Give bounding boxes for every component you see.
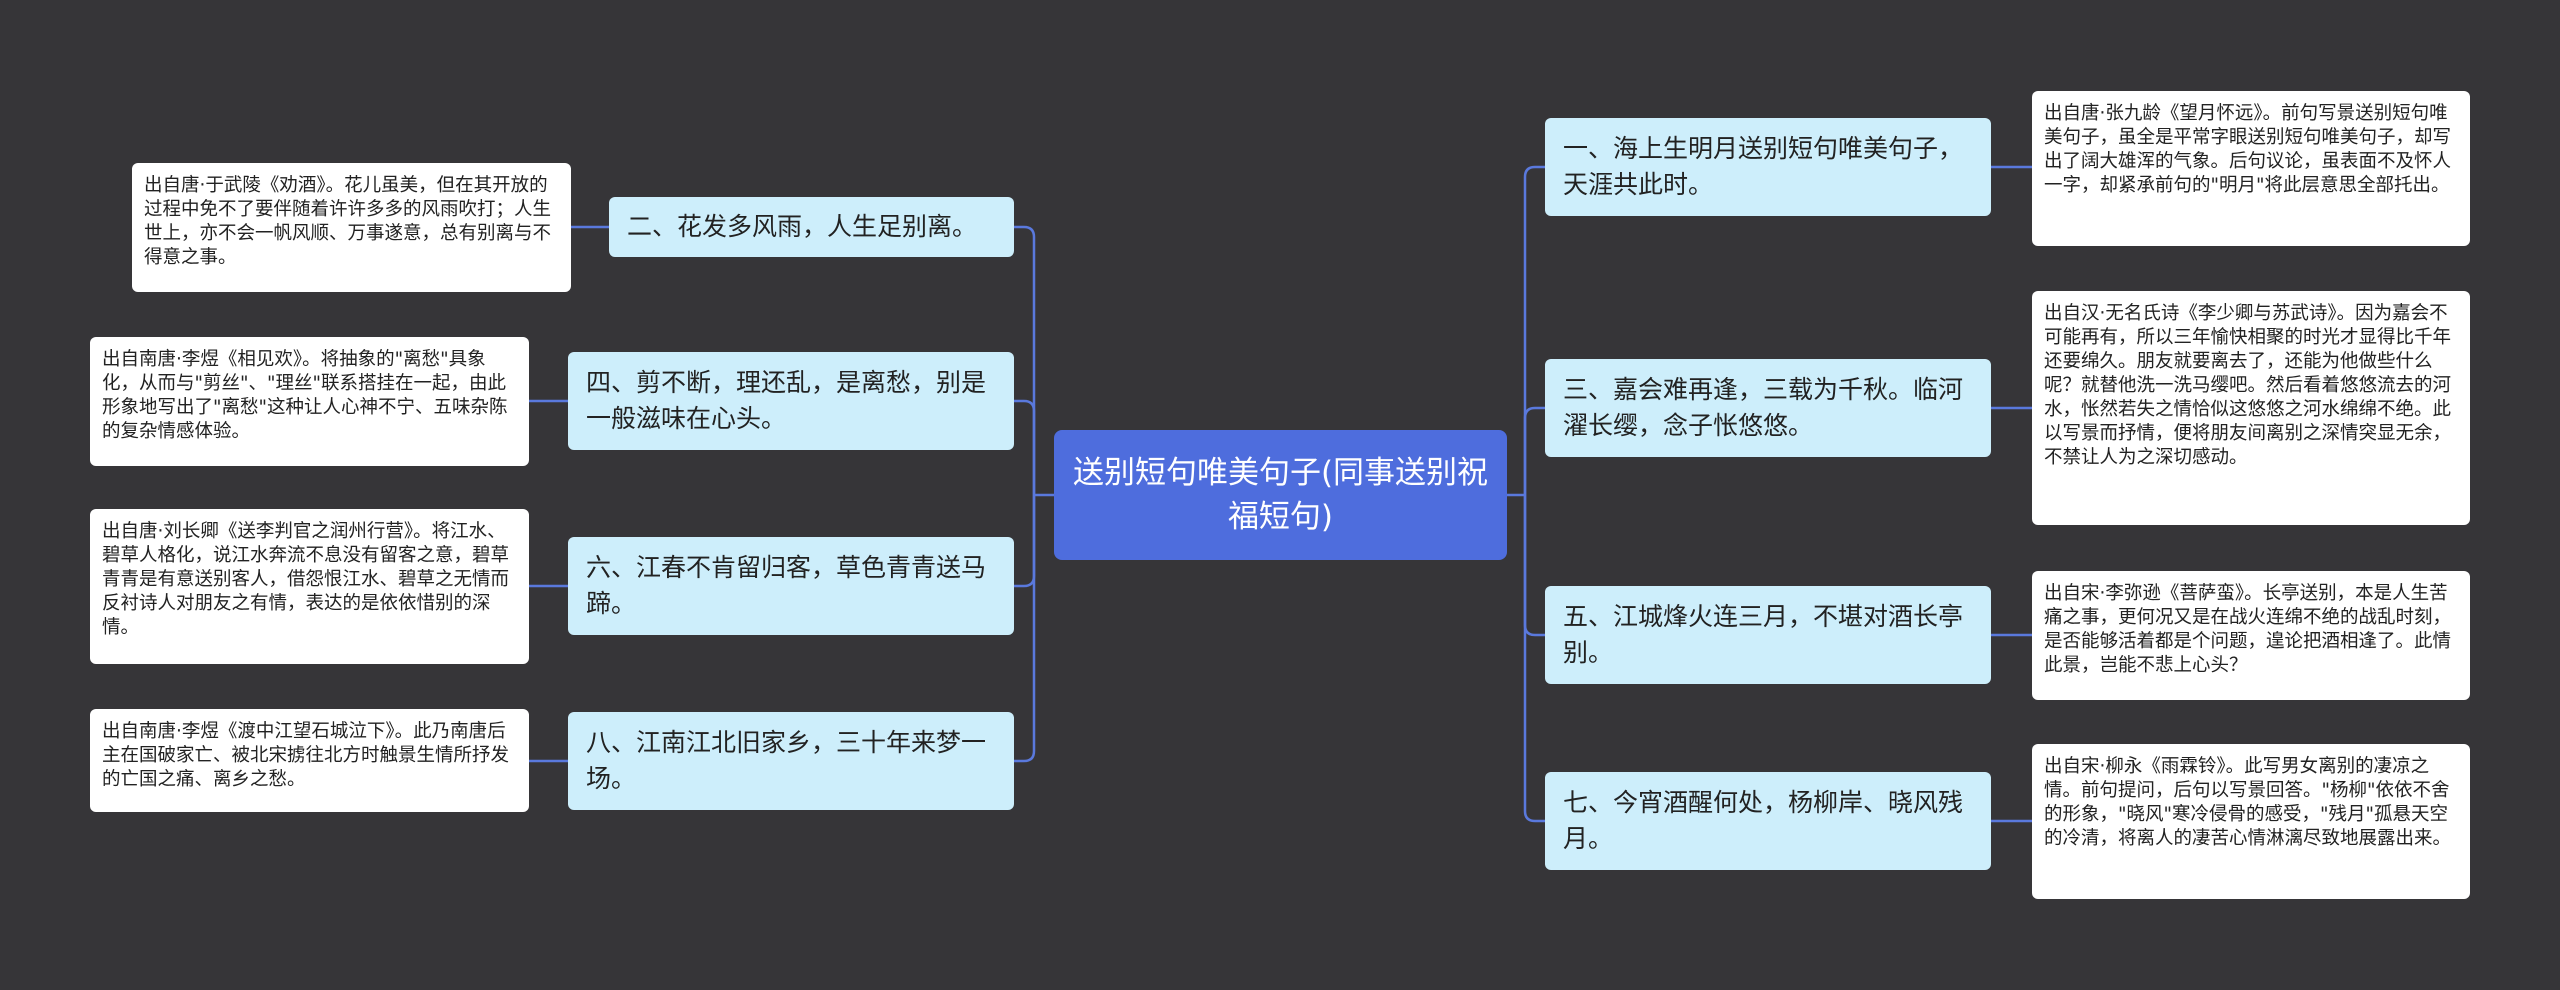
branch-left-4[interactable]: 四、剪不断，理还乱，是离愁，别是一般滋味在心头。 xyxy=(568,352,1014,450)
connector-right-2 xyxy=(1523,406,1545,495)
branch-right-7[interactable]: 七、今宵酒醒何处，杨柳岸、晓风残月。 xyxy=(1545,772,1991,870)
branch-right-3[interactable]: 三、嘉会难再逢，三载为千秋。临河濯长缨，念子怅悠悠。 xyxy=(1545,359,1991,457)
note-right-5: 出自宋·李弥逊《菩萨蛮》。长亭送别，本是人生苦痛之事，更何况又是在战火连绵不绝的… xyxy=(2032,571,2470,700)
note-right-3: 出自汉·无名氏诗《李少卿与苏武诗》。因为嘉会不可能再有，所以三年愉快相聚的时光才… xyxy=(2032,291,2470,525)
connector-left-4 xyxy=(1014,495,1036,763)
connector-left-1 xyxy=(1014,225,1036,495)
note-left-6: 出自唐·刘长卿《送李判官之润州行营》。将江水、碧草人格化，说江水奔流不息没有留客… xyxy=(90,509,529,664)
connector-right-4 xyxy=(1523,495,1545,823)
note-left-8: 出自南唐·李煜《渡中江望石城泣下》。此乃南唐后主在国破家亡、被北宋掳往北方时触景… xyxy=(90,709,529,812)
branch-right-1[interactable]: 一、海上生明月送别短句唯美句子，天涯共此时。 xyxy=(1545,118,1991,216)
branch-right-5[interactable]: 五、江城烽火连三月，不堪对酒长亭别。 xyxy=(1545,586,1991,684)
connector-right-1 xyxy=(1523,165,1545,495)
connector-left-3 xyxy=(1014,495,1036,588)
branch-left-2[interactable]: 二、花发多风雨，人生足别离。 xyxy=(609,197,1014,257)
note-left-4: 出自南唐·李煜《相见欢》。将抽象的"离愁"具象化，从而与"剪丝"、"理丝"联系搭… xyxy=(90,337,529,466)
note-right-1: 出自唐·张九龄《望月怀远》。前句写景送别短句唯美句子，虽全是平常字眼送别短句唯美… xyxy=(2032,91,2470,246)
note-right-7: 出自宋·柳永《雨霖铃》。此写男女离别的凄凉之情。前句提问，后句以写景回答。"杨柳… xyxy=(2032,744,2470,899)
connector-right-3 xyxy=(1523,495,1545,637)
branch-left-8[interactable]: 八、江南江北旧家乡，三十年来梦一场。 xyxy=(568,712,1014,810)
connector-left-2 xyxy=(1014,399,1036,495)
note-left-2: 出自唐·于武陵《劝酒》。花儿虽美，但在其开放的过程中免不了要伴随着许许多多的风雨… xyxy=(132,163,571,292)
branch-left-6[interactable]: 六、江春不肯留归客，草色青青送马蹄。 xyxy=(568,537,1014,635)
central-topic[interactable]: 送别短句唯美句子(同事送别祝福短句) xyxy=(1054,430,1507,560)
